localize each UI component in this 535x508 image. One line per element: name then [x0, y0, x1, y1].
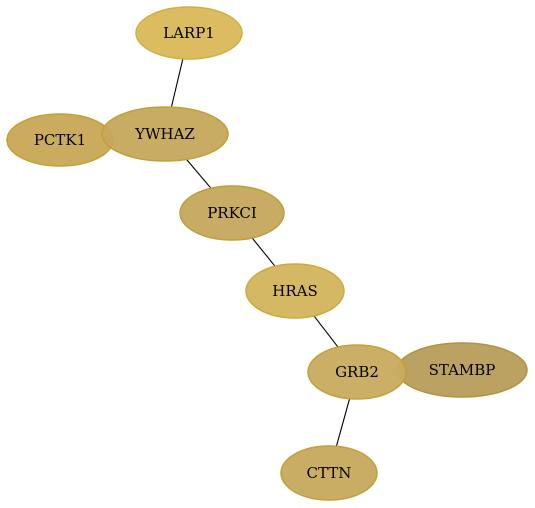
node-hras[interactable]: HRAS [245, 263, 345, 319]
node-ellipse-grb2 [307, 344, 407, 400]
edge-ywhaz-prkci [186, 159, 212, 189]
node-cttn[interactable]: CTTN [280, 445, 378, 501]
node-ellipse-hras [245, 263, 345, 319]
node-label-pctk1: PCTK1 [34, 131, 86, 149]
node-larp1[interactable]: LARP1 [135, 6, 243, 60]
node-ellipse-cttn [280, 445, 378, 501]
node-label-stambp: STAMBP [429, 361, 496, 379]
node-pctk1[interactable]: PCTK1 [6, 113, 114, 167]
node-grb2[interactable]: GRB2 [307, 344, 407, 400]
node-label-cttn: CTTN [307, 464, 352, 482]
node-label-hras: HRAS [272, 282, 317, 300]
node-label-prkci: PRKCI [207, 204, 257, 222]
node-label-ywhaz: YWHAZ [134, 125, 195, 143]
edge-hras-grb2 [313, 315, 339, 348]
node-ellipse-ywhaz [101, 106, 229, 162]
node-ellipse-prkci [179, 185, 285, 241]
edge-larp1-ywhaz [170, 58, 184, 108]
node-label-grb2: GRB2 [335, 363, 379, 381]
edge-grb2-cttn [335, 398, 351, 447]
node-ywhaz[interactable]: YWHAZ [101, 106, 229, 162]
node-stambp[interactable]: STAMBP [396, 342, 528, 398]
node-prkci[interactable]: PRKCI [179, 185, 285, 241]
edge-prkci-hras [251, 237, 276, 267]
node-label-larp1: LARP1 [163, 24, 215, 42]
node-ellipse-larp1 [135, 6, 243, 60]
edge-layer [170, 58, 351, 447]
